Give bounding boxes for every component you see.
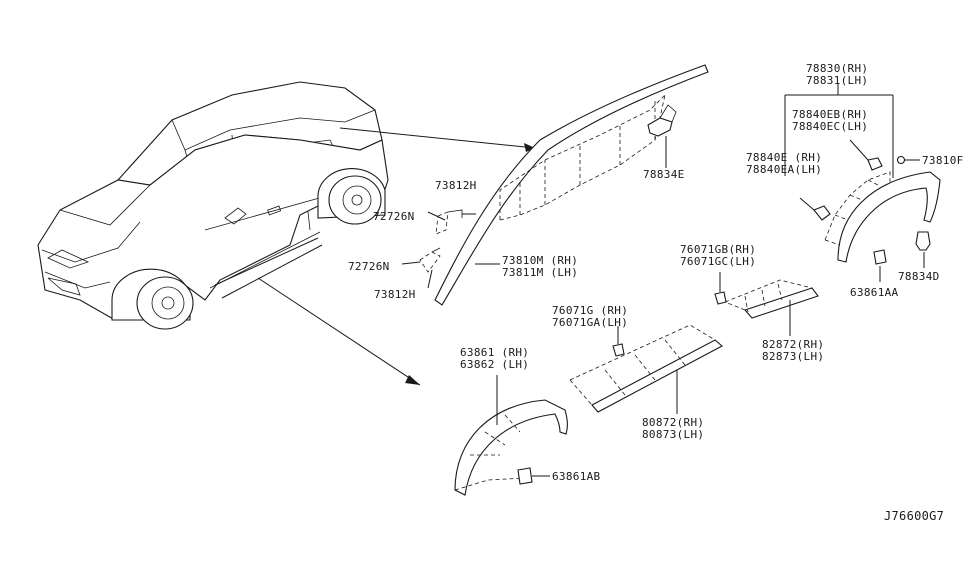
leader-72726N-a xyxy=(427,211,446,221)
label-73810M: 73810M (RH) xyxy=(502,254,578,267)
label-76071GC: 76071GC(LH) xyxy=(680,255,756,268)
label-76071GB: 76071GB(RH) xyxy=(680,243,756,256)
label-72726N-a: 72726N xyxy=(373,210,415,223)
label-73812H-a: 73812H xyxy=(435,179,477,192)
leader-73812H-b xyxy=(427,269,433,289)
label-63861AB: 63861AB xyxy=(552,470,601,483)
leader-72726N-b xyxy=(401,261,421,265)
diagram-id: J76600G7 xyxy=(884,509,944,523)
front-sill-molding-part xyxy=(569,324,723,414)
rear-wheel-arch-part xyxy=(784,84,941,282)
label-76071G: 76071G (RH) xyxy=(552,304,628,317)
label-78840EB: 78840EB(RH) xyxy=(792,108,868,121)
label-82873: 82873(LH) xyxy=(762,350,824,363)
front-wheel-arch-part xyxy=(454,375,568,496)
part-labels: 78830(RH) 78831(LH) 78840EB(RH) 78840EC(… xyxy=(348,62,964,523)
label-63861: 63861 (RH) xyxy=(460,346,529,359)
label-78834E: 78834E xyxy=(643,168,685,181)
label-63861AA: 63861AA xyxy=(850,286,899,299)
label-82872: 82872(RH) xyxy=(762,338,824,351)
label-78834D: 78834D xyxy=(898,270,940,283)
label-78831: 78831(LH) xyxy=(806,74,868,87)
roof-molding-part xyxy=(434,64,709,306)
rear-sill-molding-part xyxy=(714,272,819,336)
callout-arrows xyxy=(257,127,536,386)
clip-73812H-upper xyxy=(435,209,476,235)
clip-73812H-lower xyxy=(419,247,441,273)
label-78830: 78830(RH) xyxy=(806,62,868,75)
label-78840EA: 78840EA(LH) xyxy=(746,163,822,176)
label-73810F: 73810F xyxy=(922,154,964,167)
label-80873: 80873(LH) xyxy=(642,428,704,441)
label-63862: 63862 (LH) xyxy=(460,358,529,371)
label-78840E: 78840E (RH) xyxy=(746,151,822,164)
label-73812H-b: 73812H xyxy=(374,288,416,301)
label-76071GA: 76071GA(LH) xyxy=(552,316,628,329)
label-73811M: 73811M (LH) xyxy=(502,266,578,279)
label-72726N-b: 72726N xyxy=(348,260,390,273)
label-80872: 80872(RH) xyxy=(642,416,704,429)
label-78840EC: 78840EC(LH) xyxy=(792,120,868,133)
vehicle-illustration xyxy=(37,81,389,330)
